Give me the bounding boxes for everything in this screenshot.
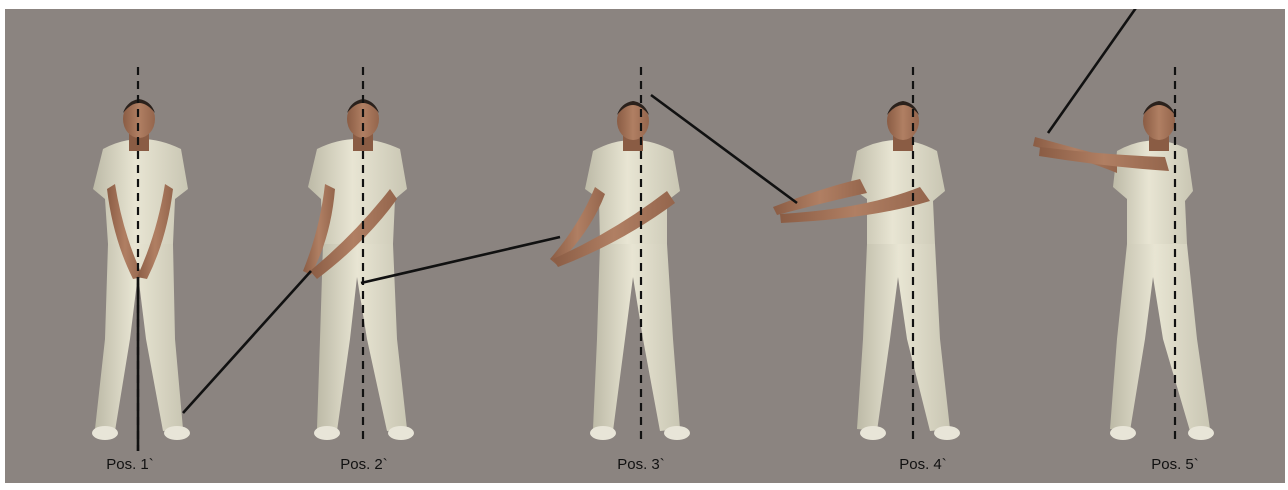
golfer-figure-5: [1033, 101, 1214, 440]
position-label-3: Pos. 3`: [617, 456, 665, 473]
club-line-2: [183, 271, 311, 413]
golfer-figure-4: [773, 101, 960, 440]
position-label-1: Pos. 1`: [106, 456, 154, 473]
golfer-figure-3: [550, 101, 690, 440]
club-line-5: [1048, 9, 1138, 133]
position-label-4: Pos. 4`: [899, 456, 947, 473]
golfer-figure-2: [303, 99, 414, 440]
golf-swing-sequence: Pos. 1` Pos. 2` Pos. 3` Pos. 4` Pos. 5`: [5, 9, 1285, 483]
golfer-figure-1: [92, 99, 190, 440]
swing-illustration: [5, 9, 1285, 483]
position-label-5: Pos. 5`: [1151, 456, 1199, 473]
position-label-2: Pos. 2`: [340, 456, 388, 473]
